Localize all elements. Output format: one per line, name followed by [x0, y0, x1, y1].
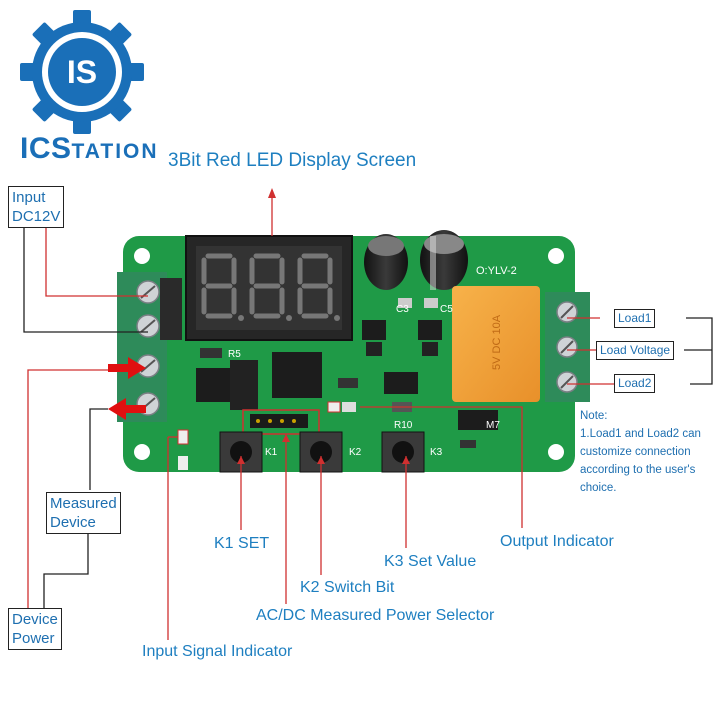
- input-line2: DC12V: [12, 208, 61, 225]
- output-indicator-label: Output Indicator: [500, 533, 614, 550]
- measured-line1: Measured: [50, 495, 117, 512]
- digit-2-dot: [334, 315, 340, 321]
- note-line2: customize connection: [580, 446, 691, 458]
- note-line4: choice.: [580, 482, 617, 494]
- digit-1-dot: [286, 315, 292, 321]
- brand-suffix: TATION: [71, 140, 159, 163]
- device-power-line2: Power: [12, 630, 55, 647]
- brand-prefix: ICS: [20, 132, 72, 165]
- signal-arrows: [108, 357, 146, 420]
- display-label: 3Bit Red LED Display Screen: [168, 150, 417, 171]
- icstation-gear-logo: IS: [20, 10, 144, 134]
- measured-line2: Device: [50, 514, 96, 531]
- load-terminal-block: [545, 292, 590, 402]
- input-terminal-block: [117, 272, 182, 422]
- input-line1: Input: [12, 189, 46, 206]
- note-line3: according to the user's: [580, 464, 696, 476]
- load1-box: Load1: [614, 309, 656, 328]
- leader-lines: [23, 188, 713, 640]
- load-voltage-box: Load Voltage: [596, 341, 675, 360]
- silk-r10: R10: [394, 420, 413, 431]
- silk-k2: K2: [349, 447, 362, 458]
- logo-monogram: IS: [67, 54, 97, 90]
- relay: 5V DC 10A: [452, 286, 540, 402]
- input-dc12v-box: Input DC12V: [8, 186, 65, 228]
- acdc-jumper: [242, 409, 320, 435]
- silk-k1: K1: [265, 447, 278, 458]
- brand-name: ICSTATION: [20, 132, 159, 166]
- device-power-line1: Device: [12, 611, 58, 628]
- note-title: Note:: [580, 410, 608, 422]
- acdc-selector-label: AC/DC Measured Power Selector: [256, 607, 495, 624]
- load2-box: Load2: [614, 374, 656, 393]
- board-model-label: O:YLV-2: [476, 265, 517, 277]
- ics: [196, 298, 498, 448]
- buttons: [219, 431, 425, 473]
- silk-r5: R5: [228, 349, 241, 360]
- k2-switch-bit-label: K2 Switch Bit: [300, 579, 395, 596]
- led-display: [185, 235, 353, 341]
- digit-0-dot: [238, 315, 244, 321]
- measured-device-box: Measured Device: [46, 492, 121, 534]
- k1-set-label: K1 SET: [214, 535, 270, 552]
- capacitors: [364, 230, 468, 290]
- svg-text:5V DC 10A: 5V DC 10A: [491, 314, 503, 370]
- silk-m7: M7: [486, 420, 500, 431]
- note-block: Note: 1.Load1 and Load2 can customize co…: [580, 407, 715, 497]
- device-power-box: Device Power: [8, 608, 62, 650]
- k3-set-value-label: K3 Set Value: [384, 553, 477, 570]
- input-signal-indicator-label: Input Signal Indicator: [142, 643, 293, 660]
- note-line1: 1.Load1 and Load2 can: [580, 428, 701, 440]
- silk-c3: C3: [396, 304, 409, 315]
- silk-c5: C5: [440, 304, 453, 315]
- silk-k3: K3: [430, 447, 443, 458]
